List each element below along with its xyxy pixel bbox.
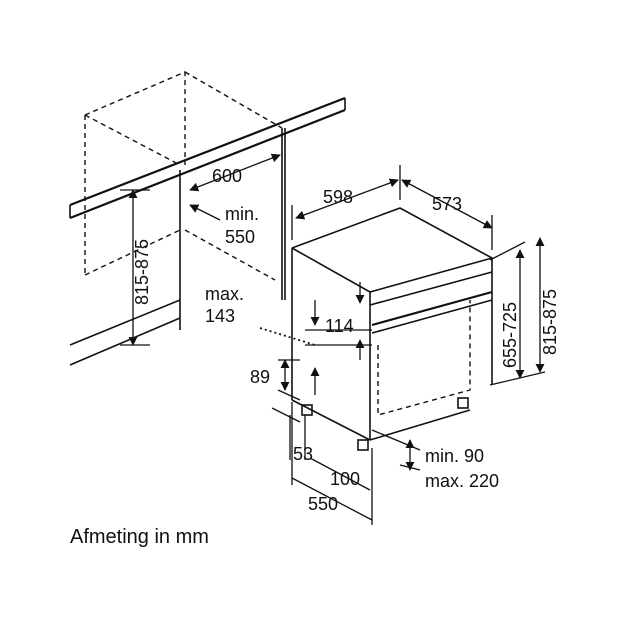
dishwasher-body [291, 207, 493, 441]
label-left-height: 815-875 [132, 239, 152, 305]
niche-side-wall [69, 128, 286, 366]
label-recess-min: min. [225, 204, 259, 224]
label-height-range-2: 815-875 [540, 289, 560, 355]
dishwasher-feet [301, 397, 469, 451]
label-panel-gap: 114 [325, 316, 354, 336]
label-recess-value: 550 [225, 227, 255, 247]
label-panel-value: 143 [205, 306, 235, 326]
label-plinth-min: min. 90 [425, 446, 484, 466]
label-plinth-max: max. 220 [425, 471, 499, 491]
label-base-height: 89 [250, 367, 270, 387]
label-appliance-width: 598 [323, 187, 353, 207]
label-height-range-1: 655-725 [500, 302, 520, 368]
dimension-lines [120, 153, 546, 525]
caption-units: Afmeting in mm [70, 526, 209, 548]
kitchen-cabinet-outline [84, 70, 283, 281]
label-foot-spacing: 100 [330, 469, 360, 489]
dimension-labels: 600 min. 550 815-875 598 573 655-725 815… [70, 166, 560, 548]
label-panel-max: max. [205, 284, 244, 304]
label-counter-width: 600 [212, 166, 242, 186]
label-foot-offset: 53 [293, 444, 313, 464]
label-appliance-depth: 573 [432, 194, 462, 214]
countertop [69, 96, 346, 220]
label-base-depth: 550 [308, 494, 338, 514]
